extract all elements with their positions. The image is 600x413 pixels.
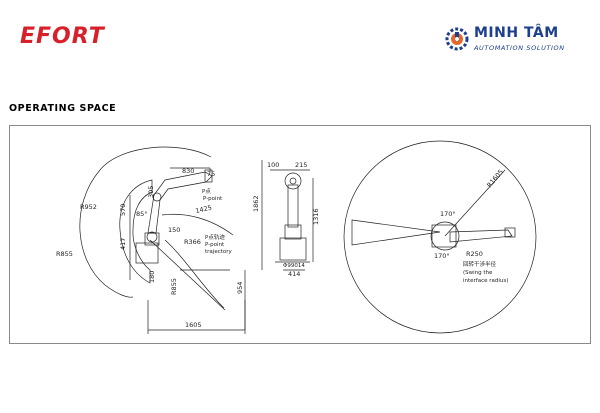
- work-envelope-outer: [79, 146, 212, 298]
- dim-R366: R366: [184, 238, 201, 246]
- dim-170-bottom: 170°: [434, 252, 450, 260]
- label-swing-en2: interface radius): [463, 278, 508, 284]
- front-view: [270, 169, 314, 271]
- dim-1605: 1605: [185, 321, 202, 329]
- dim-1862: 1862: [252, 195, 260, 212]
- dim-570: 570: [119, 204, 127, 216]
- robot-arm: [147, 171, 213, 234]
- label-trajectory-en1: P-point: [205, 242, 225, 248]
- reach-circle: [343, 140, 537, 334]
- label-trajectory-en2: trajectory: [205, 249, 233, 255]
- top-base: [431, 224, 457, 248]
- dim-R855: R855: [56, 250, 73, 258]
- top-view-labels: R1605 170° 170° R250 回转干涉半径 (Swing the i…: [434, 168, 508, 284]
- dim-954: 954: [236, 282, 244, 294]
- reach-line: [149, 239, 226, 311]
- label-trajectory-cn: P点轨迹: [205, 233, 225, 241]
- robot-base: [135, 242, 159, 264]
- efort-logo: EFORT: [20, 24, 105, 49]
- dim-414: 414: [288, 270, 300, 278]
- dim-305: 305: [147, 186, 155, 198]
- top-arm: [449, 229, 513, 243]
- label-swing-en1: (Swing the: [463, 270, 493, 276]
- front-arm: [287, 184, 299, 228]
- diagram-frame: [9, 125, 591, 344]
- dim-417: 417: [119, 238, 127, 250]
- dim-990: Φ99014: [283, 263, 305, 269]
- dim-1425: 1425: [195, 204, 213, 215]
- top-view: [343, 140, 537, 334]
- front-base: [279, 237, 307, 261]
- swing-circle: [430, 221, 460, 251]
- dim-100: 100: [267, 161, 279, 169]
- side-view: [79, 146, 263, 334]
- dim-R1605: R1605: [485, 168, 505, 189]
- dim-1316: 1316: [312, 208, 320, 225]
- side-view-labels: 830 75 P点 P-point 305 R952 570 85° 1425 …: [56, 167, 260, 329]
- partner-tagline: AUTOMATION SOLUTION: [474, 44, 565, 52]
- label-swing-cn: 回转干涉半径: [463, 260, 497, 268]
- dim-180: 180: [148, 271, 156, 283]
- dim-R250: R250: [466, 250, 483, 258]
- work-envelope-inner: [119, 179, 153, 284]
- trajectory-arc: [161, 213, 234, 236]
- gear-robot-logo-icon: [445, 27, 469, 51]
- dim-R952: R952: [80, 203, 97, 211]
- dim-150: 150: [168, 226, 180, 234]
- work-envelope-lower-arc: [164, 239, 225, 309]
- dead-zone-wedge: [351, 219, 441, 246]
- dim-830: 830: [182, 167, 194, 175]
- label-p-point-en: P-point: [203, 196, 223, 202]
- dim-170-top: 170°: [440, 210, 456, 218]
- partner-name: MINH TÂM: [474, 25, 559, 41]
- dim-R855-lower: R855: [170, 278, 178, 295]
- section-title: OPERATING SPACE: [9, 103, 117, 114]
- dim-75: 75: [207, 170, 215, 178]
- label-p-point-cn: P点: [202, 188, 211, 195]
- dim-85: 85°: [136, 210, 148, 218]
- front-view-labels: 100 215 1316 Φ99014 414: [267, 161, 320, 278]
- dim-215: 215: [295, 161, 307, 169]
- partner-logo: MINH TÂM AUTOMATION SOLUTION: [444, 24, 584, 54]
